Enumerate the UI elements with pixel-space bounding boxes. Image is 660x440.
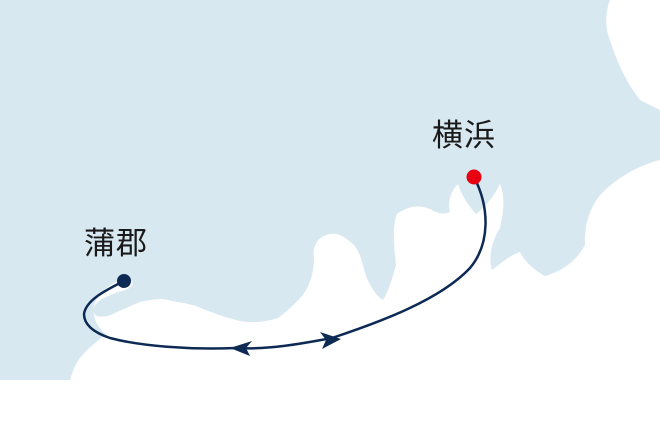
chita-peninsula: [26, 264, 78, 365]
gamagori-marker: [117, 274, 131, 288]
land-mass: [0, 0, 660, 380]
route-line: [82, 175, 487, 350]
yokohama-label: 横浜: [432, 118, 496, 154]
arrow-west-icon: [230, 341, 252, 356]
arrow-east-icon: [320, 332, 341, 349]
gamagori-label: 蒲郡: [84, 226, 148, 262]
yokohama-marker: [466, 169, 482, 185]
bay-island: [176, 287, 186, 299]
